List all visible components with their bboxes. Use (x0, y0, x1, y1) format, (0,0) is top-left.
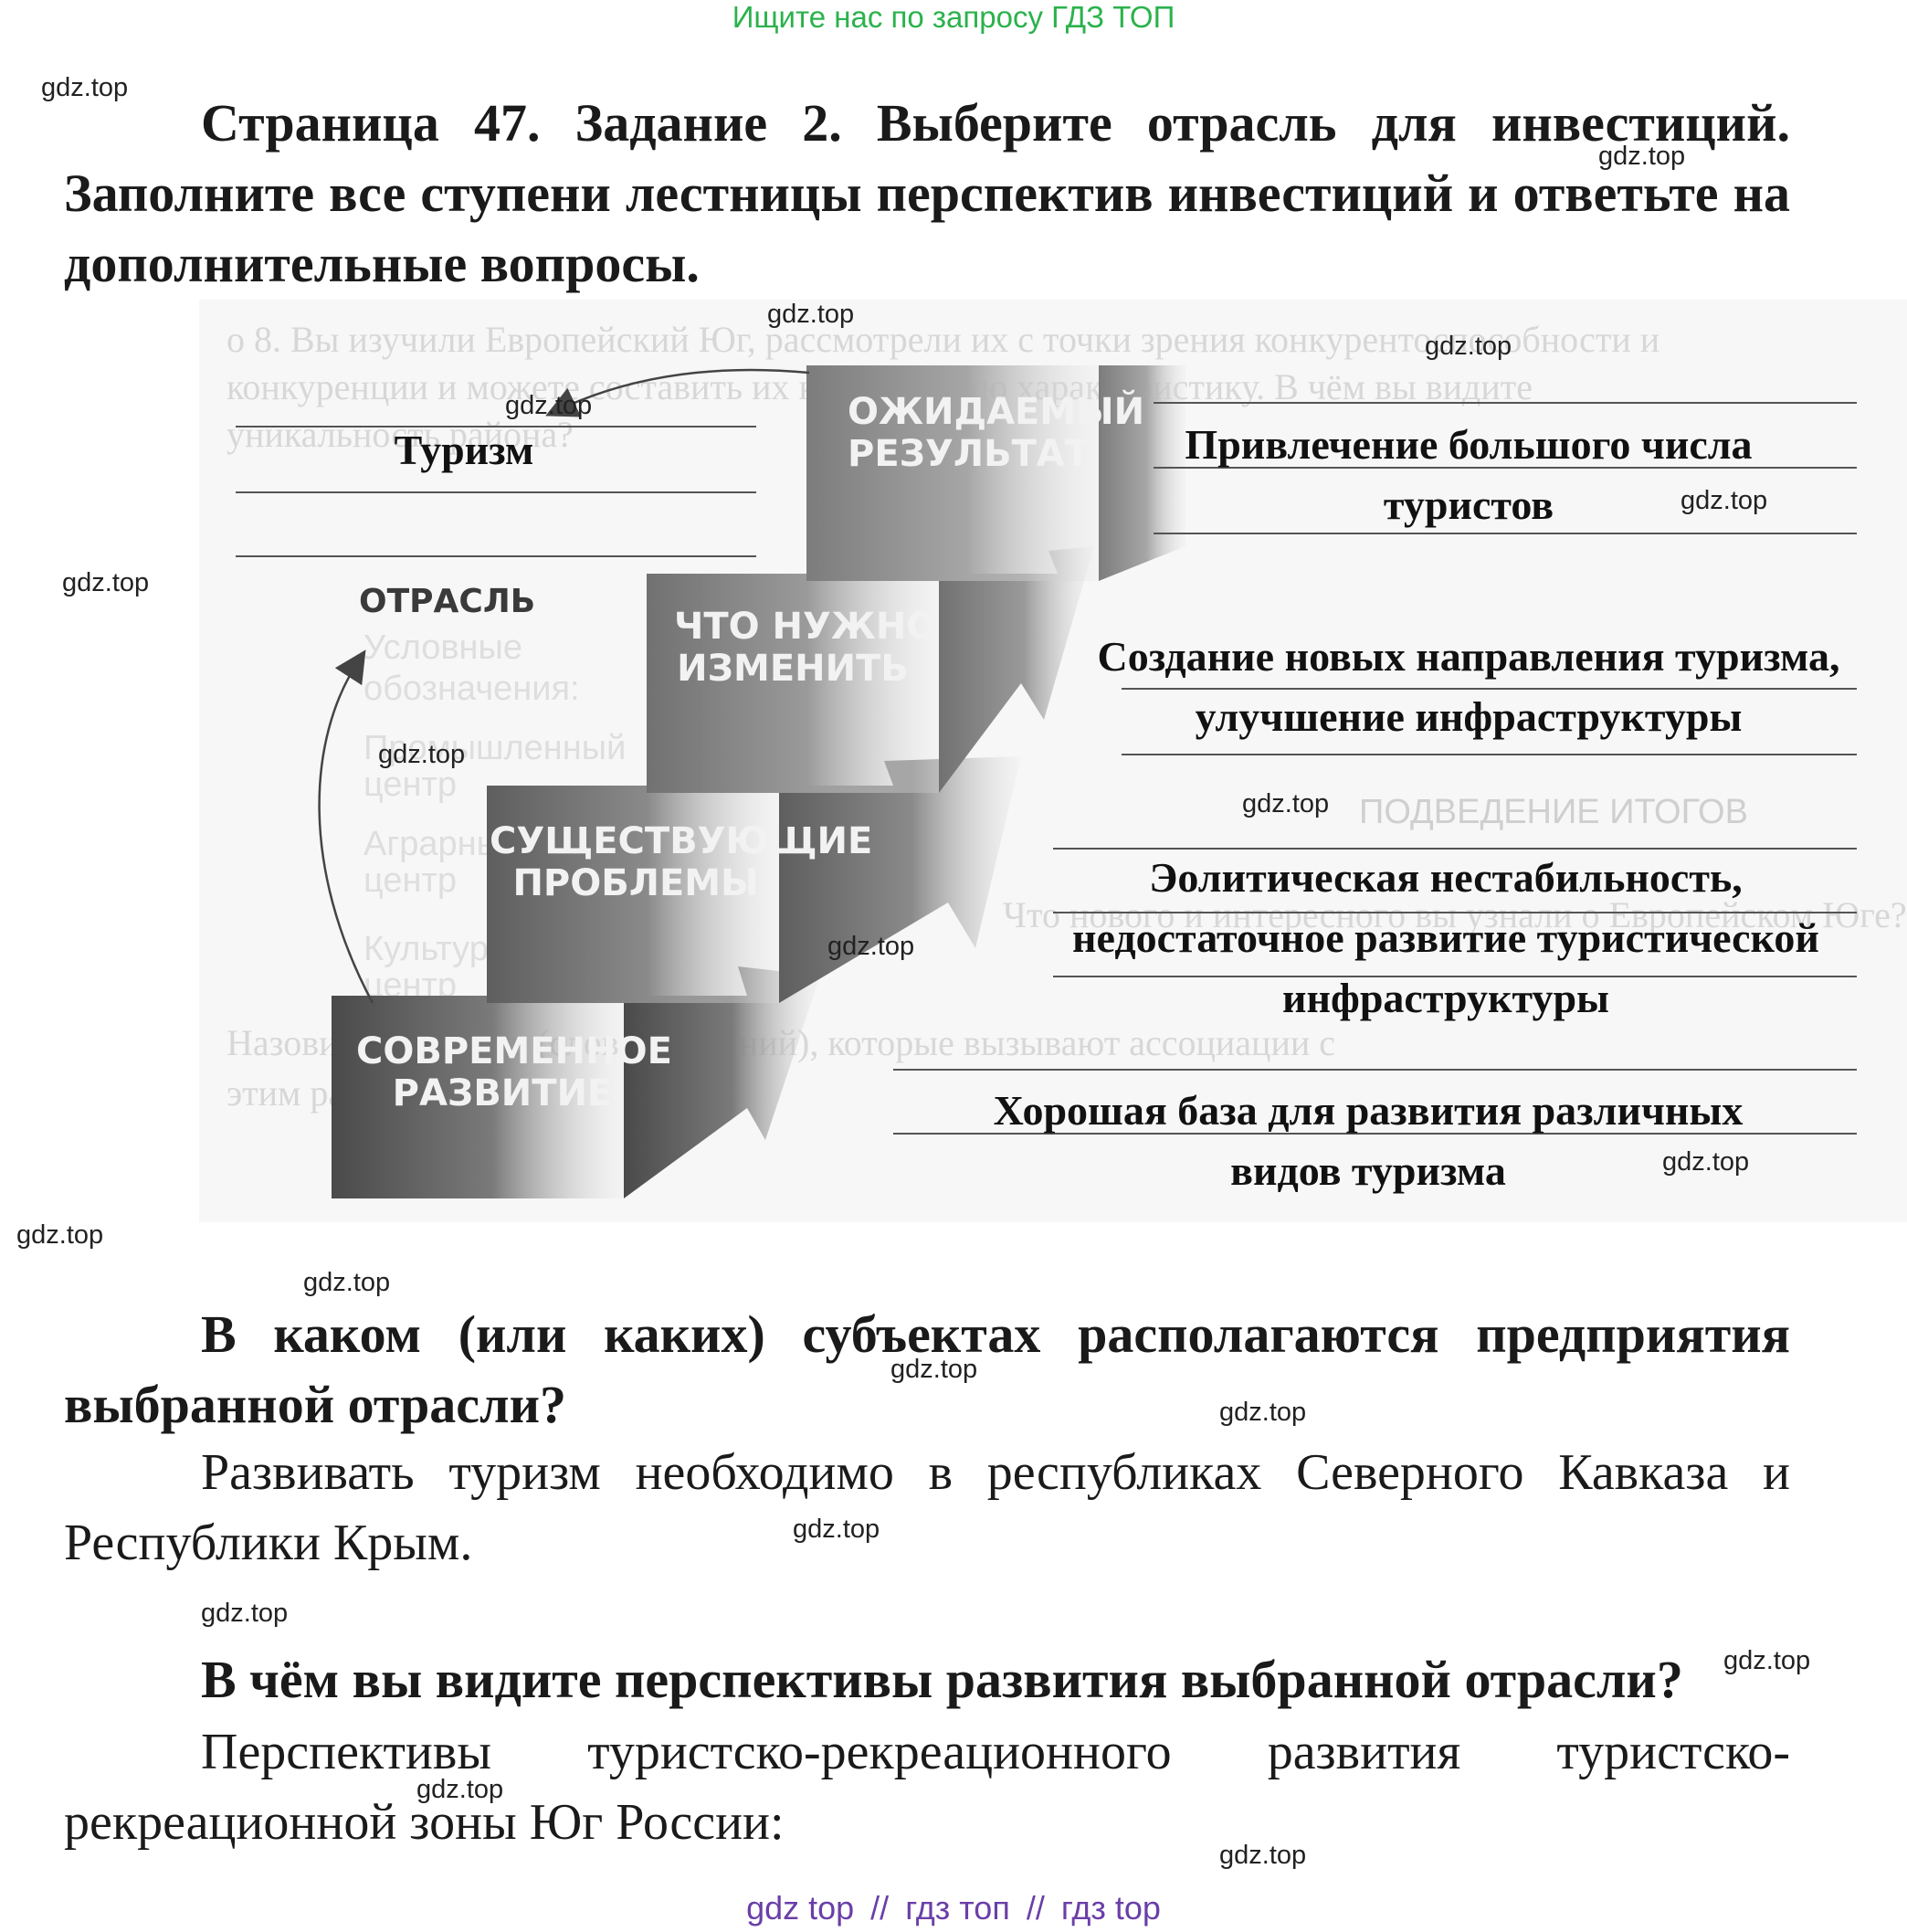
answer-line (893, 1133, 1857, 1135)
footer-link[interactable]: гдз топ (905, 1889, 1010, 1927)
step-label: СОВРЕМЕННОЕ (356, 1030, 672, 1072)
watermark: gdz.top (1219, 1398, 1307, 1427)
watermark: gdz.top (1598, 142, 1686, 171)
watermark: gdz.top (1680, 486, 1768, 515)
cycle-arrow-up (318, 649, 374, 1004)
answer-line (236, 426, 756, 428)
footer-link[interactable]: gdz top (746, 1889, 855, 1927)
answer-line (1053, 976, 1857, 977)
watermark: gdz.top (378, 740, 466, 769)
step-current-development (332, 996, 624, 1198)
watermark: gdz.top (1425, 332, 1512, 361)
answer-perspectives: Перспективы туристско-рекреационного раз… (64, 1724, 1790, 1851)
step-answer: недостаточное развитие туристической (1072, 914, 1819, 961)
watermark: gdz.top (303, 1268, 391, 1297)
watermark: gdz.top (793, 1515, 880, 1544)
answer-line (1053, 912, 1857, 913)
step-answer: Привлечение большого числа (1185, 421, 1753, 468)
answer-line (1122, 754, 1857, 755)
watermark: gdz.top (890, 1355, 978, 1384)
step-label: ЧТО НУЖНО (674, 606, 938, 648)
branch-answer: Туризм (394, 427, 534, 473)
step-label: ОЖИДАЕМЫЙ (848, 391, 1145, 433)
step-label: ПРОБЛЕМЫ (512, 862, 759, 904)
watermark: gdz.top (827, 932, 915, 961)
branch-label: ОТРАСЛЬ (359, 583, 536, 620)
question-subjects: В каком (или каких) субъектах располагаю… (64, 1304, 1790, 1434)
step-label: ИЗМЕНИТЬ (677, 648, 909, 690)
answer-line (893, 1069, 1857, 1071)
step-answer: Эолитическая нестабильность, (1149, 854, 1743, 901)
watermark: gdz.top (1662, 1147, 1750, 1177)
answer-line (236, 555, 756, 557)
step-what-to-change (647, 574, 939, 793)
footer-separator: // (870, 1889, 890, 1927)
answer-line (1154, 533, 1857, 534)
step-label: РАЗВИТИЕ (392, 1072, 613, 1114)
step-answer: Создание новых направления туризма, (1097, 633, 1840, 680)
watermark: gdz.top (505, 391, 593, 420)
step-answer: инфраструктуры (1282, 975, 1609, 1021)
footer-link[interactable]: гдз top (1060, 1889, 1161, 1927)
task-heading: Страница 47. Задание 2. Выберите отрасль… (64, 93, 1790, 293)
question-perspectives: В чём вы видите перспективы развития выб… (201, 1650, 1683, 1709)
step-answer: улучшение инфраструктуры (1195, 693, 1743, 740)
watermark: gdz.top (62, 568, 150, 597)
watermark: gdz.top (1723, 1646, 1811, 1675)
watermark: gdz.top (16, 1220, 104, 1250)
cycle-arrow-left (545, 368, 810, 417)
step-answer: Хорошая база для развития различных (993, 1087, 1744, 1134)
answer-line (1122, 688, 1857, 690)
watermark: gdz.top (416, 1775, 504, 1804)
answer-line (236, 491, 756, 493)
answer-subjects: Развивать туризм необходимо в республика… (64, 1444, 1790, 1571)
investment-ladder-figure: о 8. Вы изучили Европейский Юг, рассмотр… (199, 300, 1907, 1222)
watermark: gdz.top (201, 1599, 289, 1628)
step-answer: туристов (1383, 481, 1554, 528)
step-label: СУЩЕСТВУЮЩИЕ (490, 820, 873, 862)
step-answer: видов туризма (1230, 1147, 1506, 1194)
watermark: gdz.top (1242, 789, 1330, 818)
watermark: gdz.top (41, 73, 129, 102)
answer-line (1154, 467, 1857, 469)
step-expected-result (806, 365, 1099, 581)
staircase-diagram (318, 365, 1185, 1198)
step-existing-problems (487, 786, 779, 1003)
footer-separator: // (1026, 1889, 1045, 1927)
answer-line (1154, 402, 1857, 404)
step-label: РЕЗУЛЬТАТ (848, 433, 1090, 475)
search-hint-link[interactable]: Ищите нас по запросу ГДЗ ТОП (732, 0, 1175, 34)
watermark: gdz.top (1219, 1841, 1307, 1870)
footer-links: gdz top // гдз топ // гдз top (0, 1889, 1907, 1927)
answer-line (1053, 848, 1857, 850)
watermark: gdz.top (767, 300, 855, 329)
